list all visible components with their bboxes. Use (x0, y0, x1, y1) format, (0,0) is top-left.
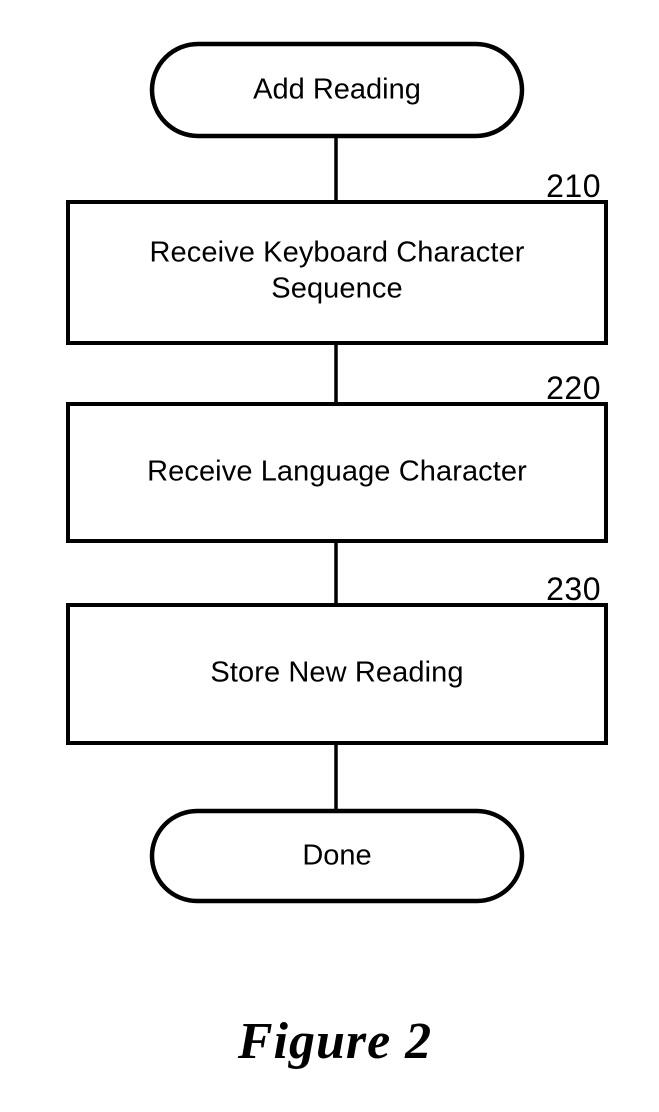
step-210-label-line1: Receive Keyboard Character (150, 237, 525, 269)
step-210-label-line2: Sequence (271, 273, 402, 305)
node-start[interactable]: Add Reading (149, 41, 525, 139)
step-220-box (66, 402, 608, 543)
step-220-label-line1: Receive Language Character (147, 456, 527, 488)
start-terminal-shape (149, 41, 525, 139)
end-terminal-label: Done (302, 840, 371, 872)
reference-numeral-210: 210 (546, 168, 601, 204)
end-terminal-shape (149, 808, 525, 904)
figure-caption: Figure 2 (237, 1013, 432, 1070)
step-230-box (66, 603, 608, 745)
reference-numeral-220: 220 (546, 370, 601, 406)
step-230-label-line1: Store New Reading (210, 657, 463, 689)
reference-numeral-230: 230 (546, 571, 601, 607)
start-terminal-label: Add Reading (253, 74, 421, 106)
node-step-230[interactable]: Store New Reading (66, 603, 608, 745)
node-step-210[interactable]: Receive Keyboard Character Sequence (66, 200, 608, 345)
step-210-box (66, 200, 608, 345)
node-end[interactable]: Done (149, 808, 525, 904)
node-step-220[interactable]: Receive Language Character (66, 402, 608, 543)
